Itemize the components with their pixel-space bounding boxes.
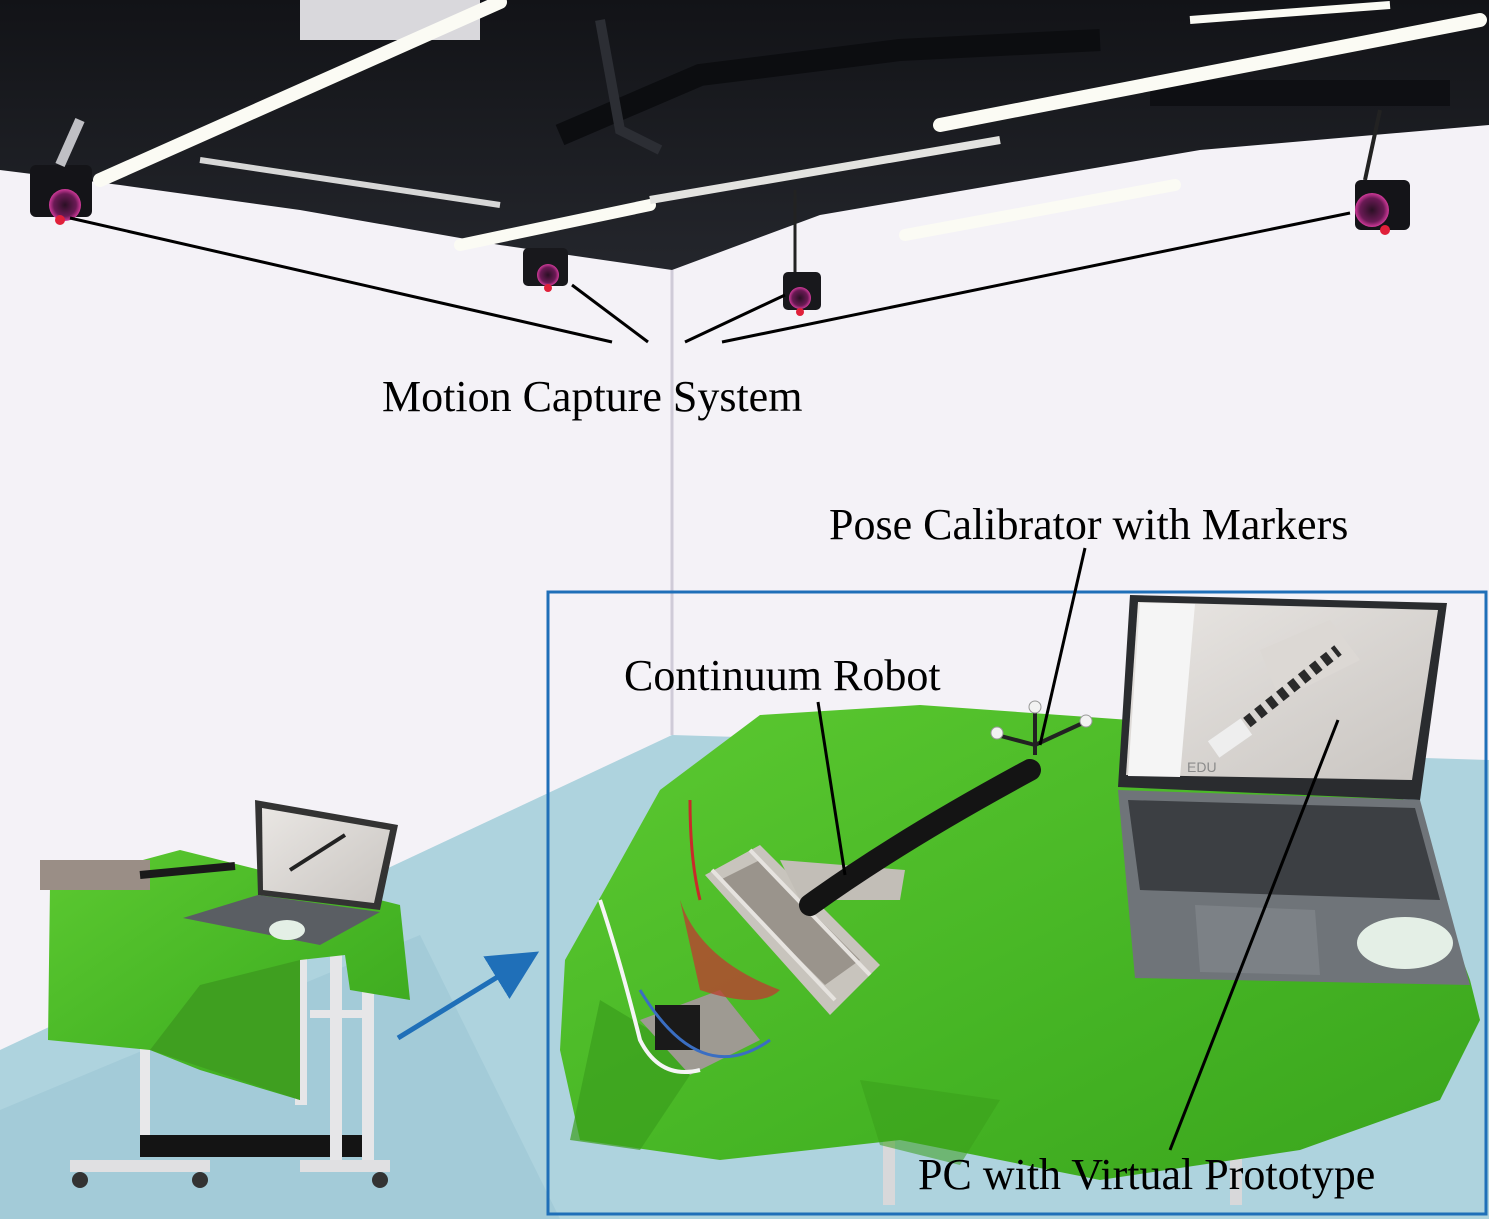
mocap-camera-icon	[30, 117, 92, 225]
label-pose-calibrator: Pose Calibrator with Markers	[829, 500, 1349, 549]
label-pc-virtual-prototype: PC with Virtual Prototype	[918, 1150, 1376, 1199]
ceiling	[0, 0, 1489, 270]
mocap-leader-lines	[69, 211, 1351, 344]
ceiling-rail	[1150, 80, 1450, 106]
label-continuum-robot: Continuum Robot	[624, 651, 941, 700]
zoom-highlight-box	[546, 590, 1488, 1216]
label-motion-capture-system: Motion Capture System	[382, 372, 803, 421]
reflective-marker-icon	[1028, 700, 1042, 714]
ceiling-lights	[93, 0, 1487, 251]
reflective-marker-icon	[1079, 714, 1093, 728]
component-leader-lines	[816, 547, 1340, 1151]
screen-watermark: EDU	[1187, 759, 1217, 775]
continuum-robot-body	[799, 759, 1041, 916]
overview-setup	[40, 800, 410, 1188]
reflective-marker-icon	[990, 726, 1004, 740]
mocap-camera-icon	[783, 190, 821, 316]
mocap-camera-icon	[523, 248, 568, 292]
laptop: EDU	[1118, 595, 1470, 985]
ceiling-duct-2	[595, 19, 663, 155]
pose-calibrator	[990, 700, 1093, 755]
mocap-camera-icon	[1355, 109, 1410, 235]
zoomed-setup: EDU	[560, 595, 1480, 1205]
ceiling-duct	[555, 29, 1101, 146]
screen-robot-model	[1221, 645, 1342, 745]
robot-actuation-module	[598, 799, 905, 1075]
arrow-icon	[396, 951, 540, 1041]
